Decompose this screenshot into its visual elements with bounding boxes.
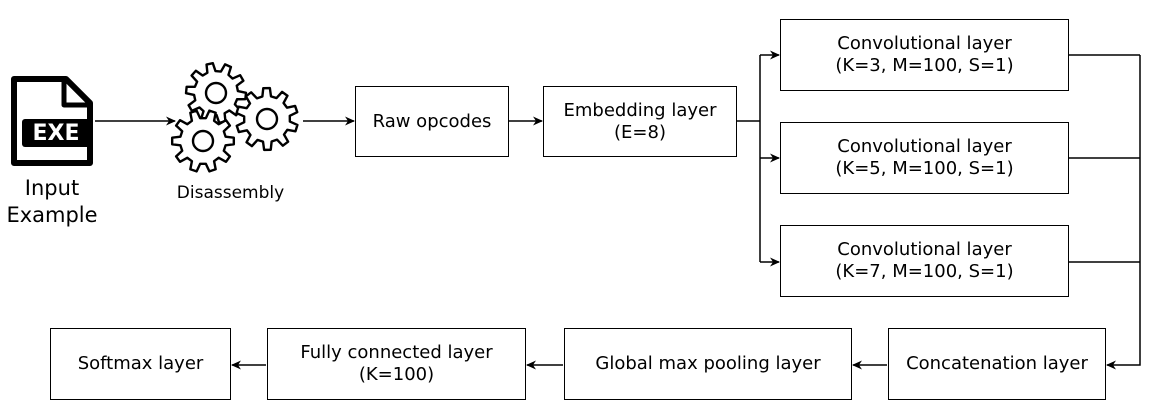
concatenation-layer-label: Concatenation layer [906,353,1088,374]
arrow-to-concatenation [1106,55,1141,370]
conv-layer-k5-box: Convolutional layer (K=5, M=100, S=1) [780,122,1069,194]
input-label-line2: Example [6,203,98,227]
fully-connected-layer-title: Fully connected layer [300,342,493,363]
input-label-line1: Input [24,176,80,200]
conv-layer-params: (K=7, M=100, S=1) [835,261,1014,282]
conv-layer-title: Convolutional layer [837,239,1012,260]
global-max-pooling-box: Global max pooling layer [564,328,852,400]
conv-layer-title: Convolutional layer [837,136,1012,157]
fully-connected-layer-params: (K=100) [358,364,435,385]
disassembly-label: Disassembly [176,183,285,203]
conv-layer-k7-box: Convolutional layer (K=7, M=100, S=1) [780,225,1069,297]
conv-layer-title: Convolutional layer [837,33,1012,54]
conv-layer-params: (K=5, M=100, S=1) [835,158,1014,179]
embedding-layer-params: (E=8) [614,121,666,143]
exe-badge-text: EXE [32,121,79,146]
raw-opcodes-label: Raw opcodes [372,110,492,132]
conv-layer-k3-box: Convolutional layer (K=3, M=100, S=1) [780,19,1069,91]
gears-icon [166,61,306,177]
fully-connected-layer-box: Fully connected layer (K=100) [267,328,526,400]
concatenation-layer-box: Concatenation layer [888,328,1106,400]
input-label: Input Example [0,175,104,229]
embedding-layer-box: Embedding layer (E=8) [543,86,737,157]
softmax-layer-box: Softmax layer [50,328,231,400]
exe-file-icon: EXE [8,76,98,166]
raw-opcodes-box: Raw opcodes [355,86,509,157]
softmax-layer-label: Softmax layer [77,353,204,374]
embedding-layer-title: Embedding layer [563,99,717,121]
global-max-pooling-label: Global max pooling layer [595,353,821,374]
conv-layer-params: (K=3, M=100, S=1) [835,55,1014,76]
